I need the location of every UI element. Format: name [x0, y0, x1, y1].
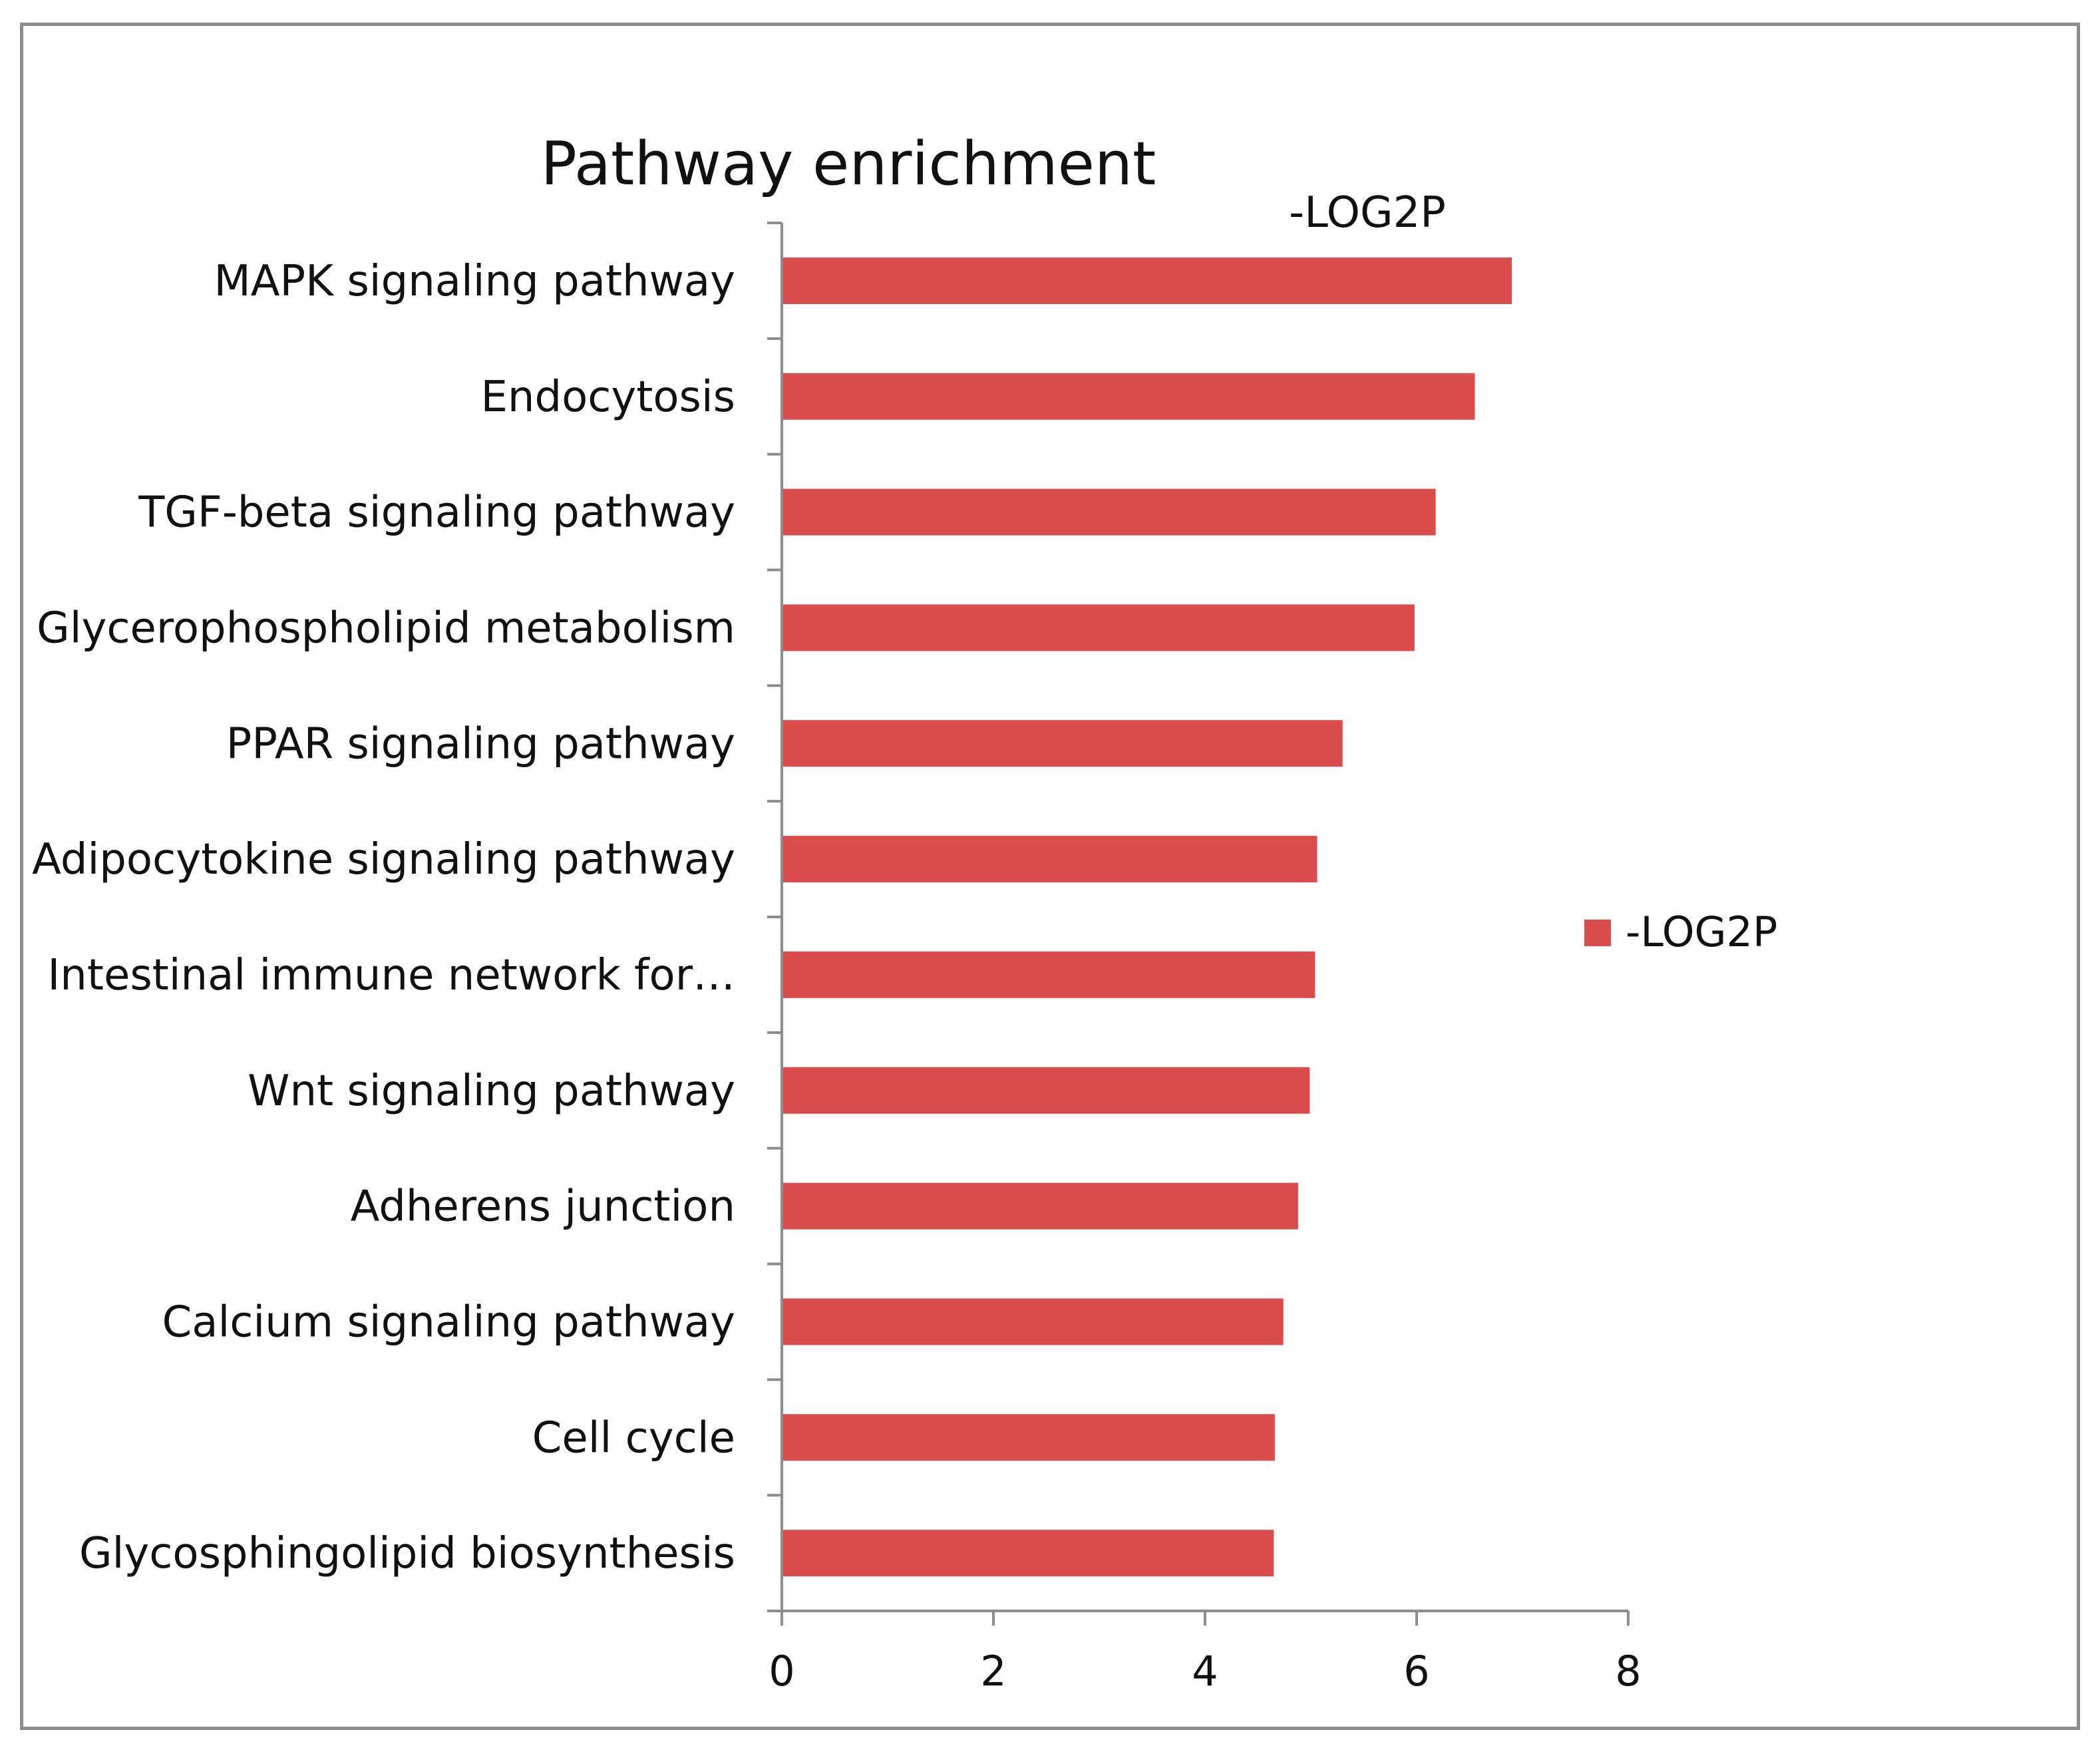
- x-tick-label: 6: [1403, 1647, 1429, 1695]
- legend-swatch: [1584, 920, 1611, 946]
- chart-canvas: Pathway enrichment -LOG2P 0 2 4 6 8 MAPK sig…: [32, 129, 1777, 1695]
- axis-layer: 0 2 4 6 8: [767, 222, 1642, 1695]
- legend-label: -LOG2P: [1626, 908, 1777, 956]
- category-label: Wnt signaling pathway: [248, 1067, 735, 1116]
- category-label: Endocytosis: [480, 373, 735, 422]
- x-tick-label: 8: [1615, 1647, 1641, 1695]
- bar: [783, 1067, 1310, 1114]
- bar: [783, 373, 1475, 420]
- category-label: Calcium signaling pathway: [162, 1298, 735, 1347]
- legend: -LOG2P: [1584, 908, 1777, 956]
- chart-frame: Pathway enrichment -LOG2P 0 2 4 6 8 MAPK sig…: [20, 23, 2080, 1730]
- bar: [783, 257, 1512, 304]
- bar: [783, 488, 1436, 536]
- category-label: TGF-beta signaling pathway: [138, 488, 735, 538]
- category-label: PPAR signaling pathway: [226, 719, 735, 769]
- category-labels: MAPK signaling pathwayEndocytosisTGF-bet…: [32, 257, 735, 1578]
- bar: [783, 1182, 1298, 1230]
- bar: [783, 1530, 1274, 1577]
- chart-title: Pathway enrichment: [541, 129, 1156, 199]
- bar: [783, 951, 1315, 998]
- bar: [783, 604, 1415, 651]
- bar: [783, 720, 1343, 767]
- category-label: Glycosphingolipid biosynthesis: [79, 1529, 735, 1578]
- category-label: MAPK signaling pathway: [214, 257, 735, 306]
- bar: [783, 1298, 1284, 1345]
- category-label: Intestinal immune network for…: [47, 951, 735, 1000]
- chart-subtitle: -LOG2P: [1289, 188, 1446, 238]
- category-label: Adherens junction: [351, 1182, 735, 1232]
- x-tick-label: 2: [980, 1647, 1006, 1695]
- category-label: Glycerophospholipid metabolism: [37, 604, 735, 653]
- category-label: Adipocytokine signaling pathway: [32, 835, 735, 884]
- category-label: Cell cycle: [532, 1413, 735, 1463]
- x-tick-label: 4: [1192, 1647, 1218, 1695]
- bars-layer: [783, 257, 1512, 1577]
- x-tick-label: 0: [769, 1647, 794, 1695]
- bar: [783, 836, 1317, 883]
- bar: [783, 1414, 1275, 1461]
